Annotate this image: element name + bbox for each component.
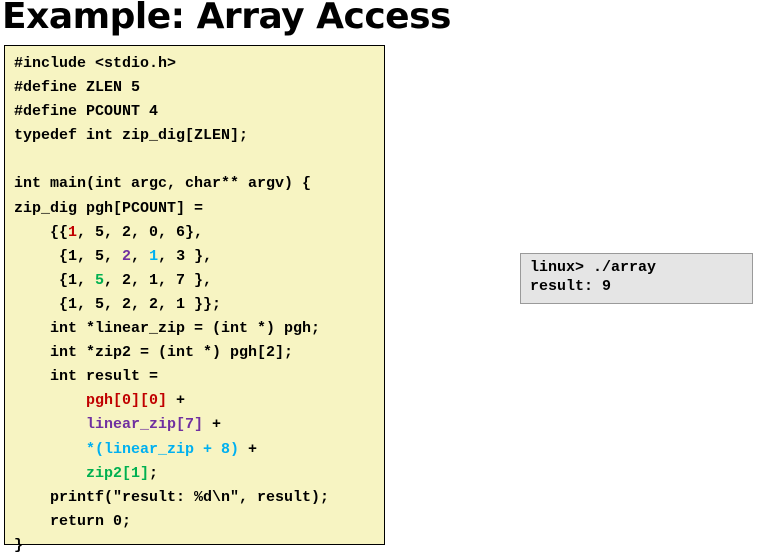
code-text: + [167, 392, 186, 410]
code-line: return 0; [14, 510, 329, 534]
code-line [14, 148, 329, 172]
code-text: int result = [14, 368, 159, 386]
code-line: #include <stdio.h> [14, 52, 329, 76]
code-text: zip_dig pgh[PCOUNT] = [14, 199, 204, 217]
code-listing: #include <stdio.h> #define ZLEN 5 #define … [14, 52, 329, 558]
code-line: int main(int argc, char** argv) { [14, 172, 329, 196]
code-text: {1, 5, [14, 247, 123, 265]
code-text: + [203, 416, 222, 434]
code-listing-box: #include <stdio.h> #define ZLEN 5 #define … [4, 45, 385, 554]
code-line: zip_dig pgh[PCOUNT] = [14, 197, 329, 221]
code-text [14, 441, 86, 458]
code-highlight-red: 1 [68, 223, 78, 241]
code-text: , 5, 2, 0, 6}, [77, 223, 204, 241]
code-line: {1, 5, 2, 1, 7 }, [14, 269, 329, 293]
slide-title: Example: Array Access [2, 0, 451, 37]
code-line: #define ZLEN 5 [14, 76, 329, 100]
code-text: , 3 }, [158, 247, 213, 265]
code-text [14, 416, 86, 433]
code-line: int *linear_zip = (int *) pgh; [14, 317, 329, 341]
code-text: {{ [14, 223, 69, 241]
code-line: linear_zip[7] + [14, 413, 329, 437]
terminal-line: linux> ./array [530, 259, 657, 276]
code-line: *(linear_zip + 8) + [14, 438, 329, 462]
code-text: } [14, 536, 24, 554]
code-text: int *zip2 = (int *) pgh[2]; [14, 344, 294, 362]
code-highlight-green: zip2[1] [86, 464, 150, 482]
code-line: {{1, 5, 2, 0, 6}, [14, 221, 329, 245]
code-line: #define PCOUNT 4 [14, 100, 329, 124]
code-text: + [239, 440, 258, 458]
terminal-line: result: 9 [530, 278, 612, 295]
code-text: int main(int argc, char** argv) { [14, 175, 312, 193]
code-line: int result = [14, 365, 329, 389]
code-highlight-blue: 1 [149, 247, 159, 265]
code-text: #include <stdio.h> [14, 55, 177, 72]
code-text [14, 465, 86, 482]
code-highlight-purple: linear_zip[7] [86, 416, 204, 434]
code-line: typedef int zip_dig[ZLEN]; [14, 124, 329, 148]
code-line: pgh[0][0] + [14, 389, 329, 413]
code-line: {1, 5, 2, 2, 1 }}; [14, 293, 329, 317]
code-text: return 0; [14, 512, 132, 530]
code-text: {1, [14, 271, 96, 289]
code-line: printf("result: %d\n", result); [14, 486, 329, 510]
code-text: , [131, 247, 150, 265]
terminal-output-box: linux> ./array result: 9 [520, 253, 753, 304]
code-text: int *linear_zip = (int *) pgh; [14, 320, 321, 338]
code-line: int *zip2 = (int *) pgh[2]; [14, 341, 329, 365]
code-line: zip2[1]; [14, 462, 329, 486]
code-text: #define PCOUNT 4 [14, 103, 159, 121]
code-highlight-blue: *(linear_zip + 8) [86, 440, 240, 458]
code-text: printf("result: %d\n", result); [14, 488, 330, 506]
code-text: typedef int zip_dig[ZLEN]; [14, 127, 249, 145]
code-text: ; [149, 464, 159, 482]
code-text: #define ZLEN 5 [14, 79, 141, 97]
code-line: } [14, 534, 329, 558]
code-highlight-purple: 2 [122, 247, 132, 265]
code-text [14, 392, 86, 409]
code-highlight-green: 5 [95, 271, 105, 289]
code-text: {1, 5, 2, 2, 1 }}; [14, 295, 222, 313]
code-highlight-red: pgh[0][0] [86, 392, 168, 410]
code-text: , 2, 1, 7 }, [104, 271, 213, 289]
code-line: {1, 5, 2, 1, 3 }, [14, 245, 329, 269]
